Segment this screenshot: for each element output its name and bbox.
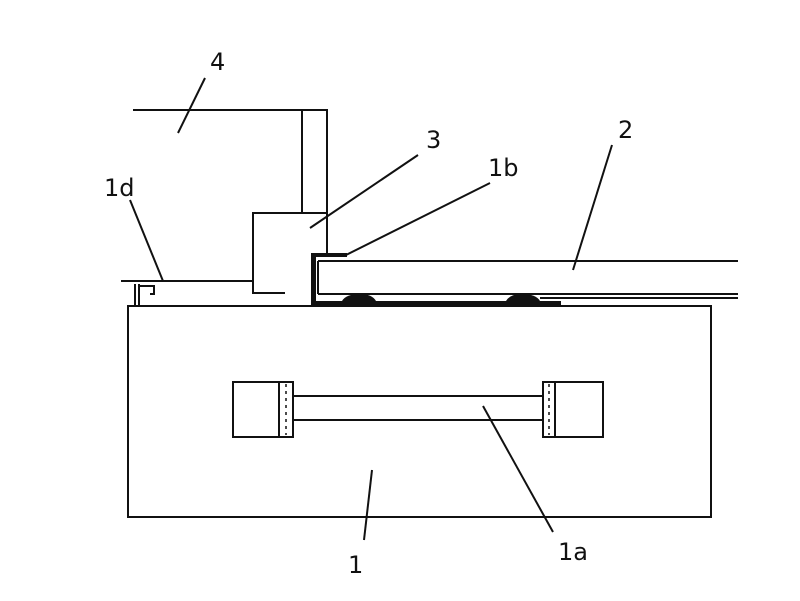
main-body-1 [127,305,712,518]
rod-assembly-1a [232,381,604,438]
label-1: 1 [348,551,363,579]
label-2: 2 [618,116,633,144]
block-3 [252,212,328,294]
bracket-1b [311,253,347,306]
plate-2 [316,260,738,306]
label-1d: 1d [104,174,135,202]
label-4: 4 [210,48,225,76]
label-1a: 1a [558,538,588,566]
rail-1d [121,280,253,306]
frame-4 [133,109,328,213]
label-1b: 1b [488,154,519,182]
label-3: 3 [426,126,441,154]
leader-lines [129,77,613,541]
